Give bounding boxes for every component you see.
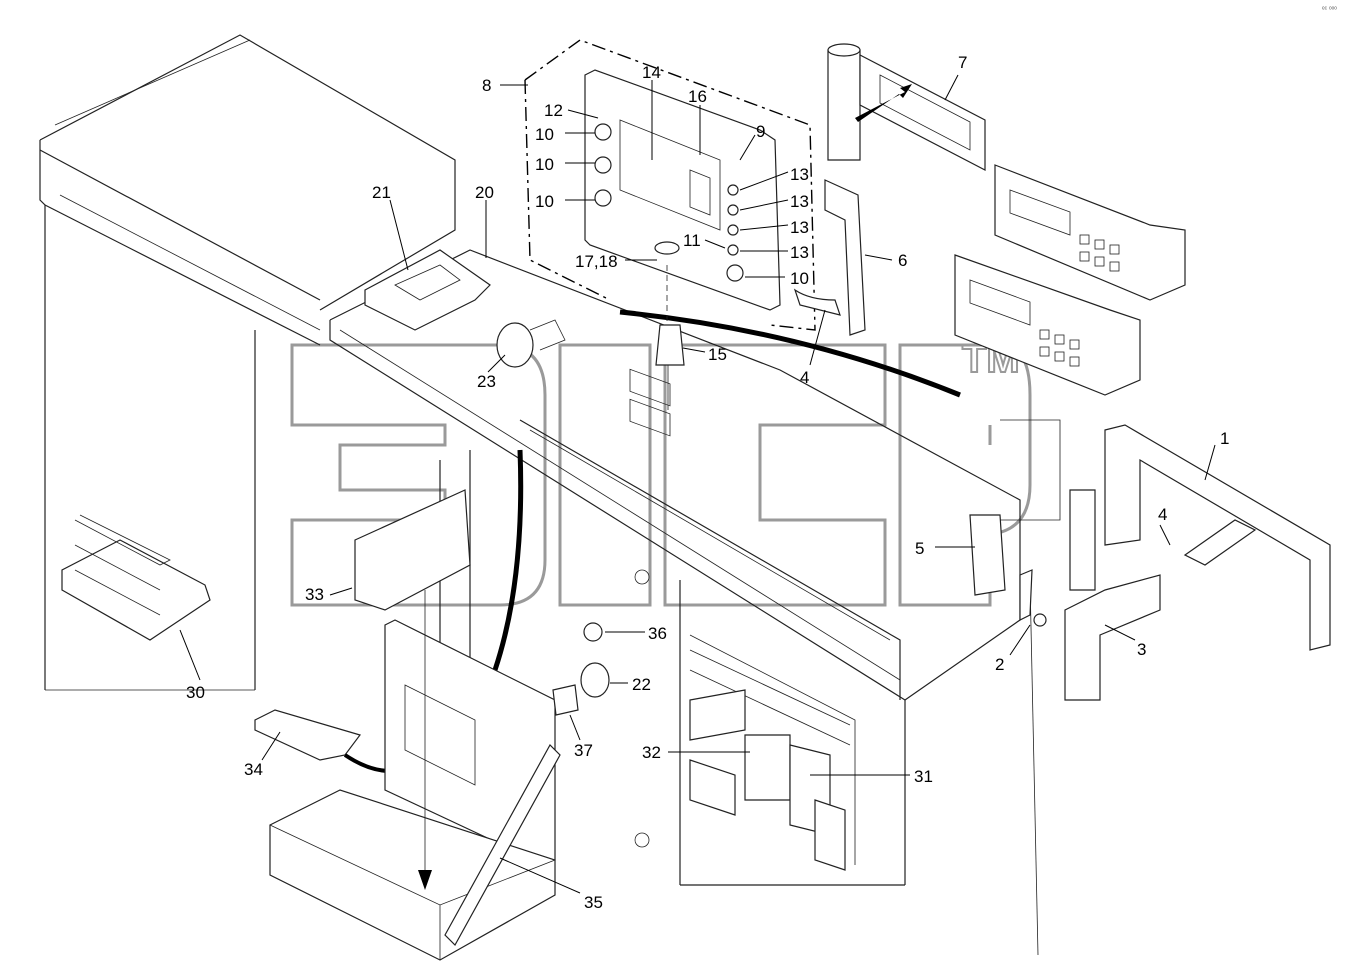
callout-11: 11 — [683, 231, 701, 250]
keypad-grid — [1039, 234, 1120, 367]
callout-37: 37 — [574, 741, 593, 760]
callout-2: 2 — [995, 655, 1004, 674]
connector-23 — [496, 319, 566, 368]
callout-10d: 10 — [790, 269, 809, 288]
callout-6: 6 — [898, 251, 907, 270]
handle-frame — [969, 419, 1331, 956]
callout-16: 16 — [688, 87, 707, 106]
callout-20: 20 — [475, 183, 494, 202]
callout-13c: 13 — [790, 218, 809, 237]
control-panel — [524, 39, 816, 437]
bracket-33 — [354, 489, 471, 611]
callout-4a: 4 — [800, 368, 809, 387]
callout-5: 5 — [915, 539, 924, 558]
display-units — [954, 164, 1186, 396]
callout-15: 15 — [708, 345, 727, 364]
callout-30: 30 — [186, 683, 205, 702]
direction-arrow — [855, 84, 912, 122]
callout-3: 3 — [1137, 640, 1146, 659]
connector-cable — [492, 265, 961, 671]
modules-rack — [61, 514, 211, 641]
callout-23: 23 — [477, 372, 496, 391]
callout-17-18: 17,18 — [575, 252, 618, 271]
callout-10a: 10 — [535, 125, 554, 144]
plate-34 — [254, 709, 401, 773]
leader-lines — [179, 74, 1216, 894]
callout-9: 9 — [756, 122, 765, 141]
callout-labels: 1 2 3 4 4 5 6 7 8 9 10 10 10 10 11 12 13… — [186, 53, 1229, 912]
callout-10b: 10 — [535, 155, 554, 174]
callout-12: 12 — [544, 101, 563, 120]
callout-21: 21 — [372, 183, 391, 202]
bracket-assembly — [793, 43, 986, 336]
callout-1: 1 — [1220, 429, 1229, 448]
callout-13a: 13 — [790, 165, 809, 184]
callout-22: 22 — [632, 675, 651, 694]
callout-8: 8 — [482, 76, 491, 95]
socket-parts — [552, 622, 610, 716]
callout-10c: 10 — [535, 192, 554, 211]
callout-13b: 13 — [790, 192, 809, 211]
callout-14: 14 — [642, 63, 661, 82]
electrical-components — [689, 649, 851, 871]
callout-32: 32 — [642, 743, 661, 762]
plate-21 — [364, 249, 491, 331]
callout-13d: 13 — [790, 243, 809, 262]
callout-7: 7 — [958, 53, 967, 72]
cabinet-left — [39, 34, 456, 691]
box-35 — [269, 590, 561, 961]
callout-35: 35 — [584, 893, 603, 912]
callout-36: 36 — [648, 624, 667, 643]
callout-34: 34 — [244, 760, 263, 779]
callout-4b: 4 — [1158, 505, 1167, 524]
corner-mark: ᵉᶜ ᵒᵒᵒ — [1322, 6, 1337, 13]
callout-33: 33 — [305, 585, 324, 604]
callout-31: 31 — [914, 767, 933, 786]
